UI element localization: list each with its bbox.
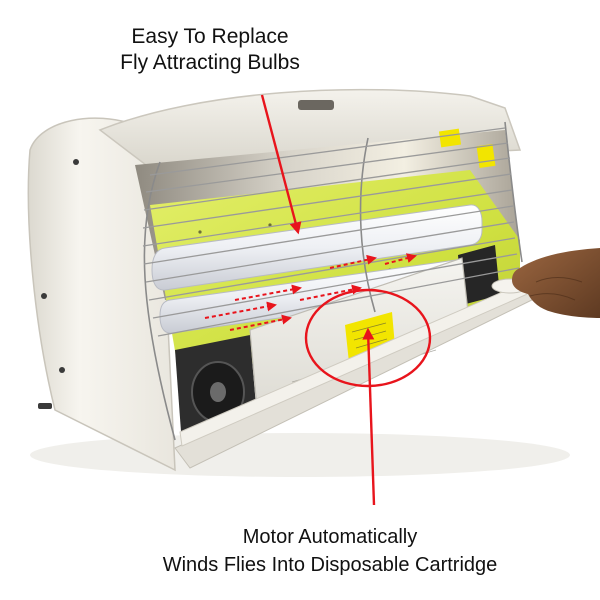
screw-icon [73, 159, 79, 165]
left-end-cap [27, 117, 176, 472]
hanging-slot [298, 100, 334, 110]
wire-guard [143, 121, 523, 441]
wire-guard-rods [142, 127, 520, 337]
floor-shadow [30, 433, 570, 477]
screw-icon [59, 367, 65, 373]
motor-callout-arrow [362, 327, 376, 506]
motor-annotation-line1: Motor Automatically [242, 526, 418, 548]
foot [38, 403, 52, 409]
bulb-annotation: Easy To Replace Fly Attracting Bulbs [10, 24, 410, 76]
warning-sticker [438, 128, 462, 148]
motor-annotation-line2: Winds Flies Into Disposable Cartridge [162, 554, 498, 576]
screw-icon [41, 293, 47, 299]
hand-icon [512, 248, 600, 318]
bulb-callout-arrow [260, 94, 302, 235]
bulb-annotation-line1: Easy To Replace [131, 25, 289, 48]
warning-sticker [476, 143, 496, 169]
bulb-annotation-line2: Fly Attracting Bulbs [120, 51, 300, 74]
motor-annotation: Motor Automatically Winds Flies Into Dis… [60, 523, 600, 579]
winding-direction-arrows [204, 253, 417, 331]
cartridge-highlight-circle [304, 288, 432, 388]
